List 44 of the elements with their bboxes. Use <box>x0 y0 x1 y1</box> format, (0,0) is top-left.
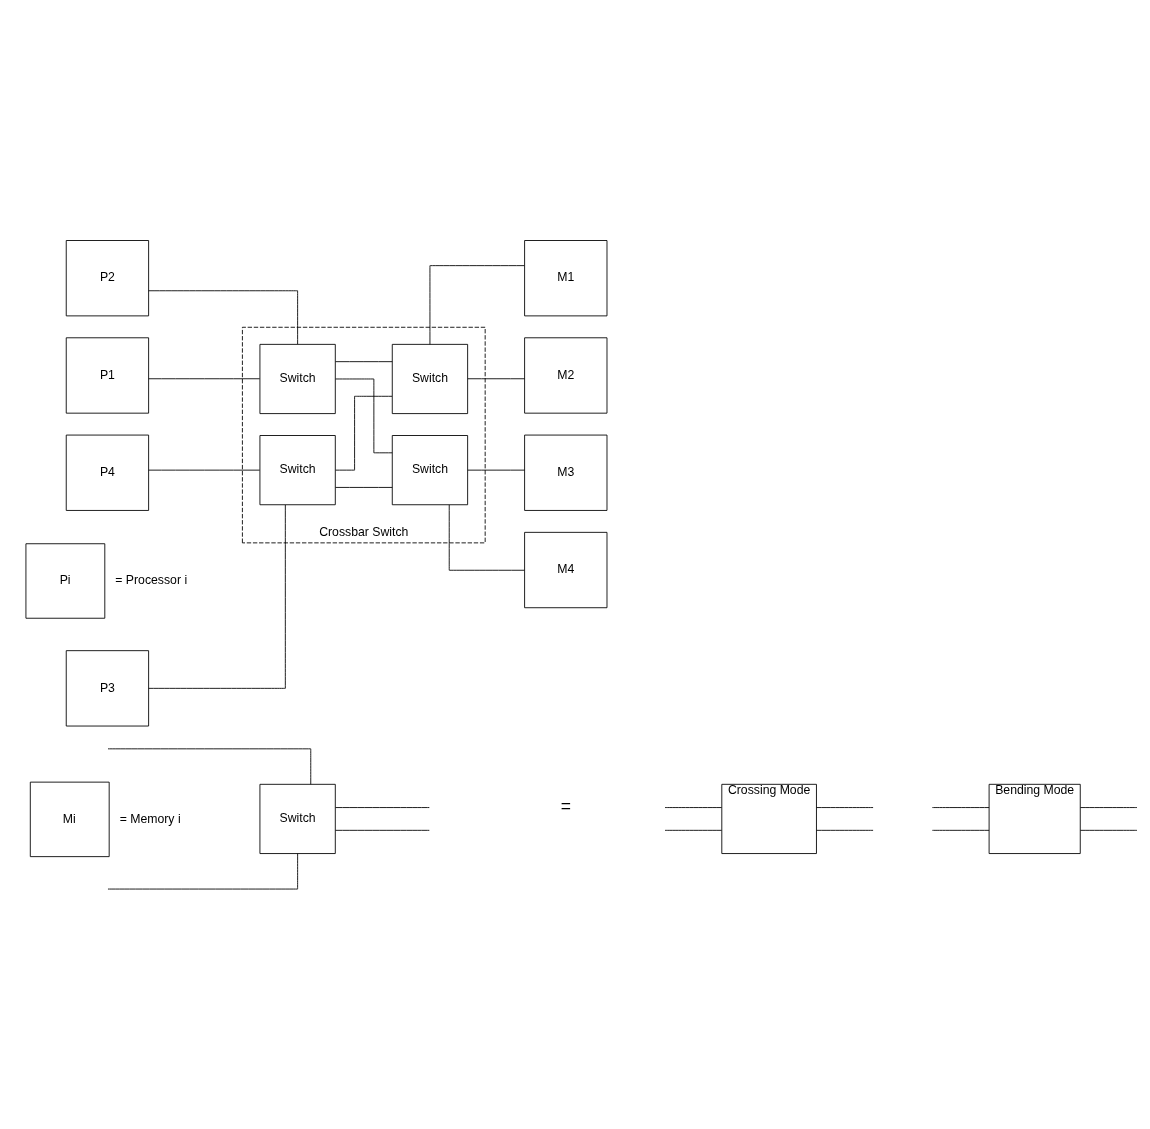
connector <box>931 806 990 808</box>
connector <box>664 806 723 808</box>
node-box: M1 <box>524 239 608 316</box>
connector <box>148 377 261 379</box>
connector <box>335 395 393 471</box>
node-box: Switch <box>259 783 336 854</box>
node-box: P1 <box>65 336 150 414</box>
node-box: Crossing Mode <box>721 783 817 854</box>
connector <box>335 378 393 453</box>
node-box: M2 <box>524 336 608 414</box>
node-box: P2 <box>65 239 150 316</box>
connector <box>148 289 299 345</box>
connector <box>148 504 286 689</box>
node-box: Switch <box>391 343 469 414</box>
node-label: = Memory i <box>119 811 181 826</box>
connector <box>107 747 312 785</box>
connector <box>429 264 525 345</box>
connector <box>467 469 526 471</box>
node-box: Pi <box>25 542 106 619</box>
connector <box>335 360 393 362</box>
connector <box>1080 829 1138 831</box>
connector <box>448 503 525 571</box>
node-box: P3 <box>65 649 150 726</box>
connector <box>931 829 990 831</box>
connector <box>1080 806 1138 808</box>
node-box: Mi <box>29 781 110 857</box>
node-box: Switch <box>259 434 336 505</box>
label: = <box>560 795 571 816</box>
connector <box>335 806 430 808</box>
node-box: P4 <box>65 434 150 511</box>
connector <box>664 829 723 831</box>
node-box: M4 <box>524 531 608 608</box>
connector <box>107 852 299 889</box>
node-box: Bending Mode <box>988 783 1081 854</box>
connector <box>816 829 874 831</box>
connector <box>335 829 430 831</box>
connector <box>335 486 393 488</box>
connector <box>816 806 874 808</box>
connector <box>467 377 526 379</box>
node-label: = Processor i <box>115 572 188 587</box>
node-box: Switch <box>391 434 469 505</box>
connector <box>148 469 261 471</box>
node-box: M3 <box>524 434 608 511</box>
node-box: Switch <box>259 343 336 414</box>
